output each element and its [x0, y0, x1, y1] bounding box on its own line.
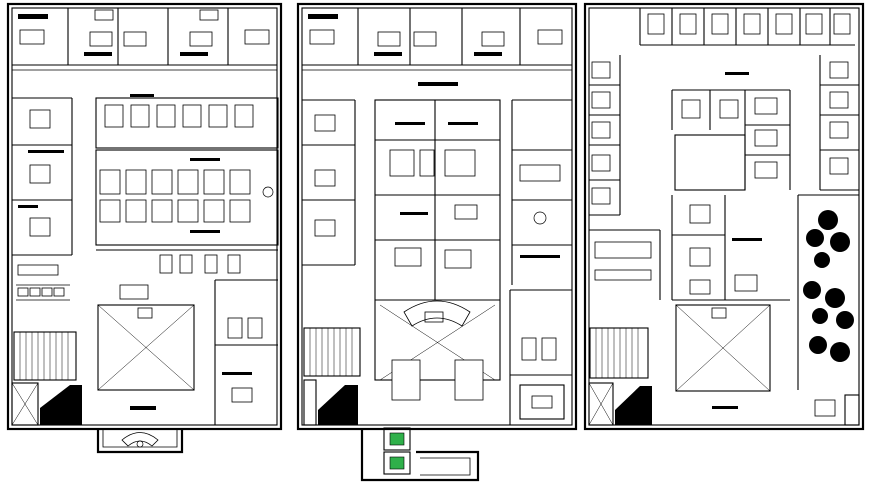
elevator-left — [11, 382, 39, 426]
staircase-left — [13, 331, 77, 381]
floor-plan-left — [6, 2, 283, 454]
staircase-middle — [303, 327, 361, 426]
floor-plan-right — [583, 2, 865, 431]
open-office-left — [95, 94, 279, 246]
planter-upper — [383, 427, 411, 451]
lower-zone-right — [588, 194, 860, 426]
planter-lower — [383, 451, 411, 475]
top-offices-left — [12, 8, 277, 71]
side-rooms-left — [12, 97, 73, 301]
reception-desk — [121, 432, 159, 447]
floor-plan-middle — [296, 2, 578, 482]
side-rooms-middle — [302, 99, 572, 425]
atrium-void-right — [675, 304, 771, 392]
lower-zone-left — [11, 249, 278, 426]
side-cabins-right — [589, 55, 859, 216]
top-offices-middle — [302, 8, 572, 86]
central-cabins-right — [671, 89, 791, 191]
top-cabins-right — [639, 8, 855, 46]
central-core-middle — [374, 99, 501, 401]
atrium-void — [97, 304, 195, 391]
